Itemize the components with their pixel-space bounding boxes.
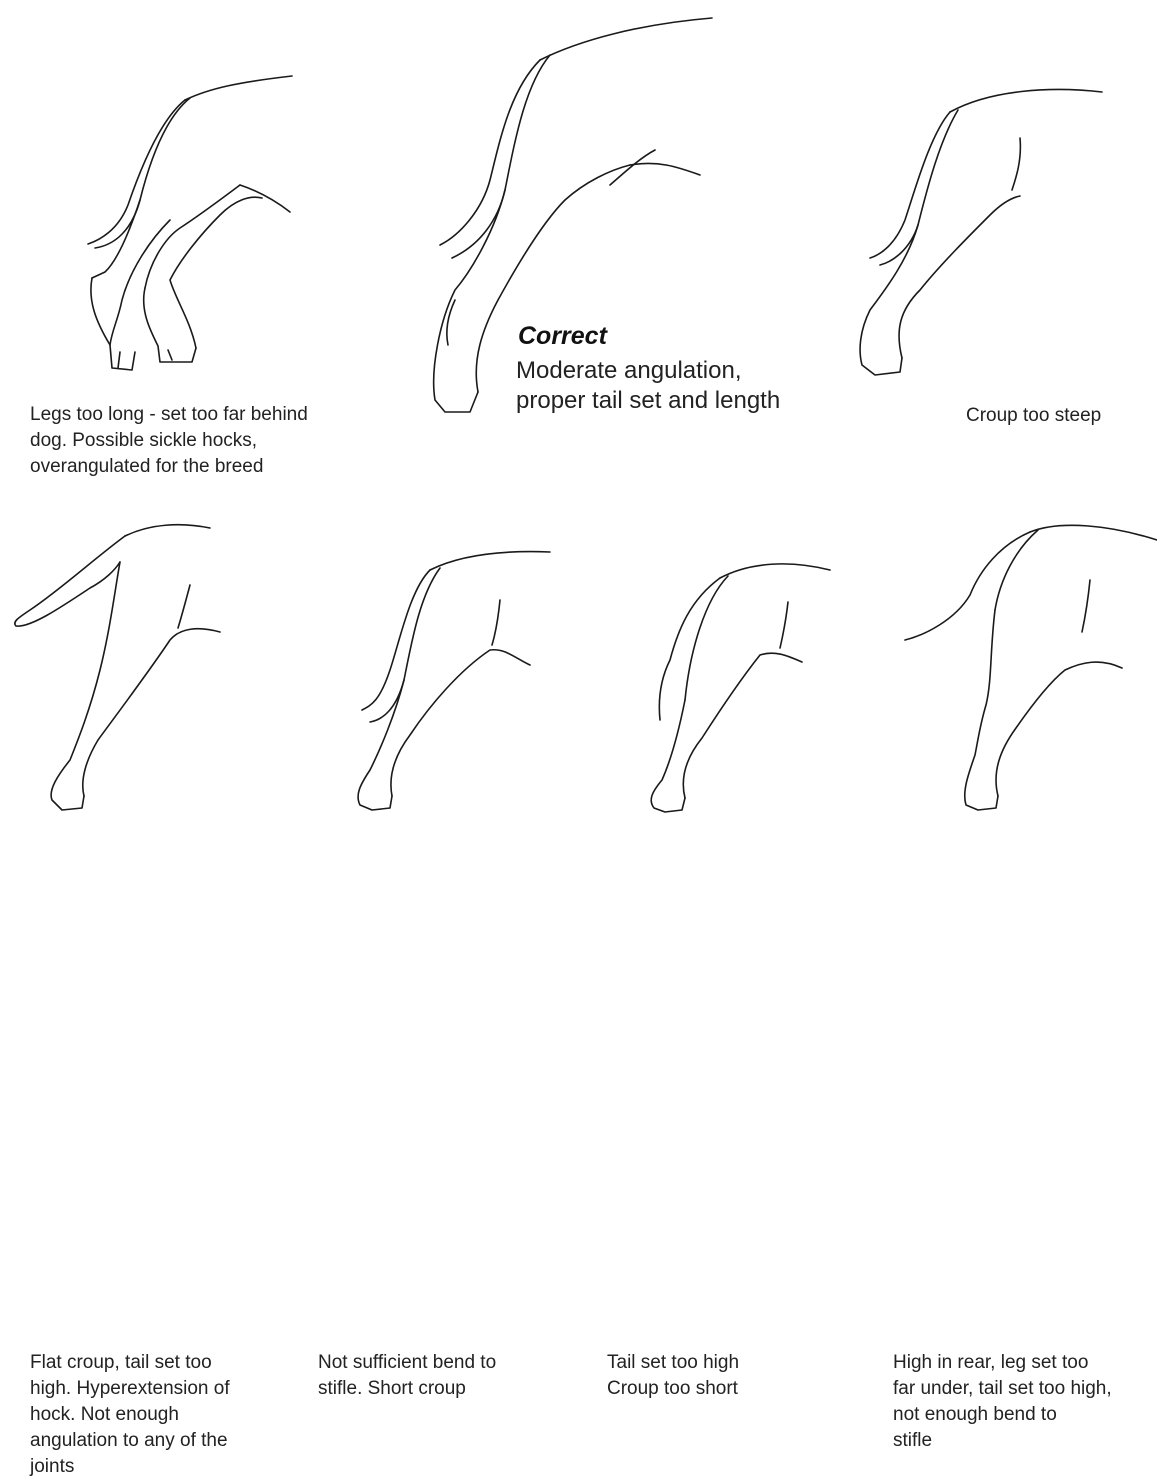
panel-high-rear: High in rear, leg set too far under, tai… [860, 500, 1157, 1014]
hindquarter-drawing [0, 500, 300, 820]
caption-high-rear: High in rear, leg set too far under, tai… [893, 1350, 1112, 1454]
panel-long-legs: Legs too long - set too far behind dog. … [0, 0, 380, 490]
caption-long-legs: Legs too long - set too far behind dog. … [30, 402, 308, 480]
hindquarter-drawing [0, 0, 380, 380]
panel-steep-croup: Croup too steep [840, 0, 1157, 440]
panel-short-croup: Not sufficient bend to stifle. Short cro… [300, 500, 590, 1014]
caption-high-tail: Tail set too high Croup too short [607, 1350, 739, 1402]
panel-flat-croup: Flat croup, tail set too high. Hyperexte… [0, 500, 300, 1014]
panel-high-tail: Tail set too high Croup too short [590, 500, 850, 1014]
hindquarter-drawing [840, 0, 1157, 400]
caption-correct: Moderate angulation, proper tail set and… [516, 356, 780, 416]
caption-short-croup: Not sufficient bend to stifle. Short cro… [318, 1350, 496, 1402]
caption-flat-croup: Flat croup, tail set too high. Hyperexte… [30, 1350, 230, 1480]
caption-steep-croup: Croup too steep [966, 403, 1101, 429]
correct-title: Correct [518, 322, 607, 351]
hindquarter-drawing [300, 500, 590, 820]
hindquarter-drawing [590, 500, 850, 820]
hindquarter-drawing [860, 500, 1157, 820]
panel-correct: Correct Moderate angulation, proper tail… [400, 0, 840, 440]
